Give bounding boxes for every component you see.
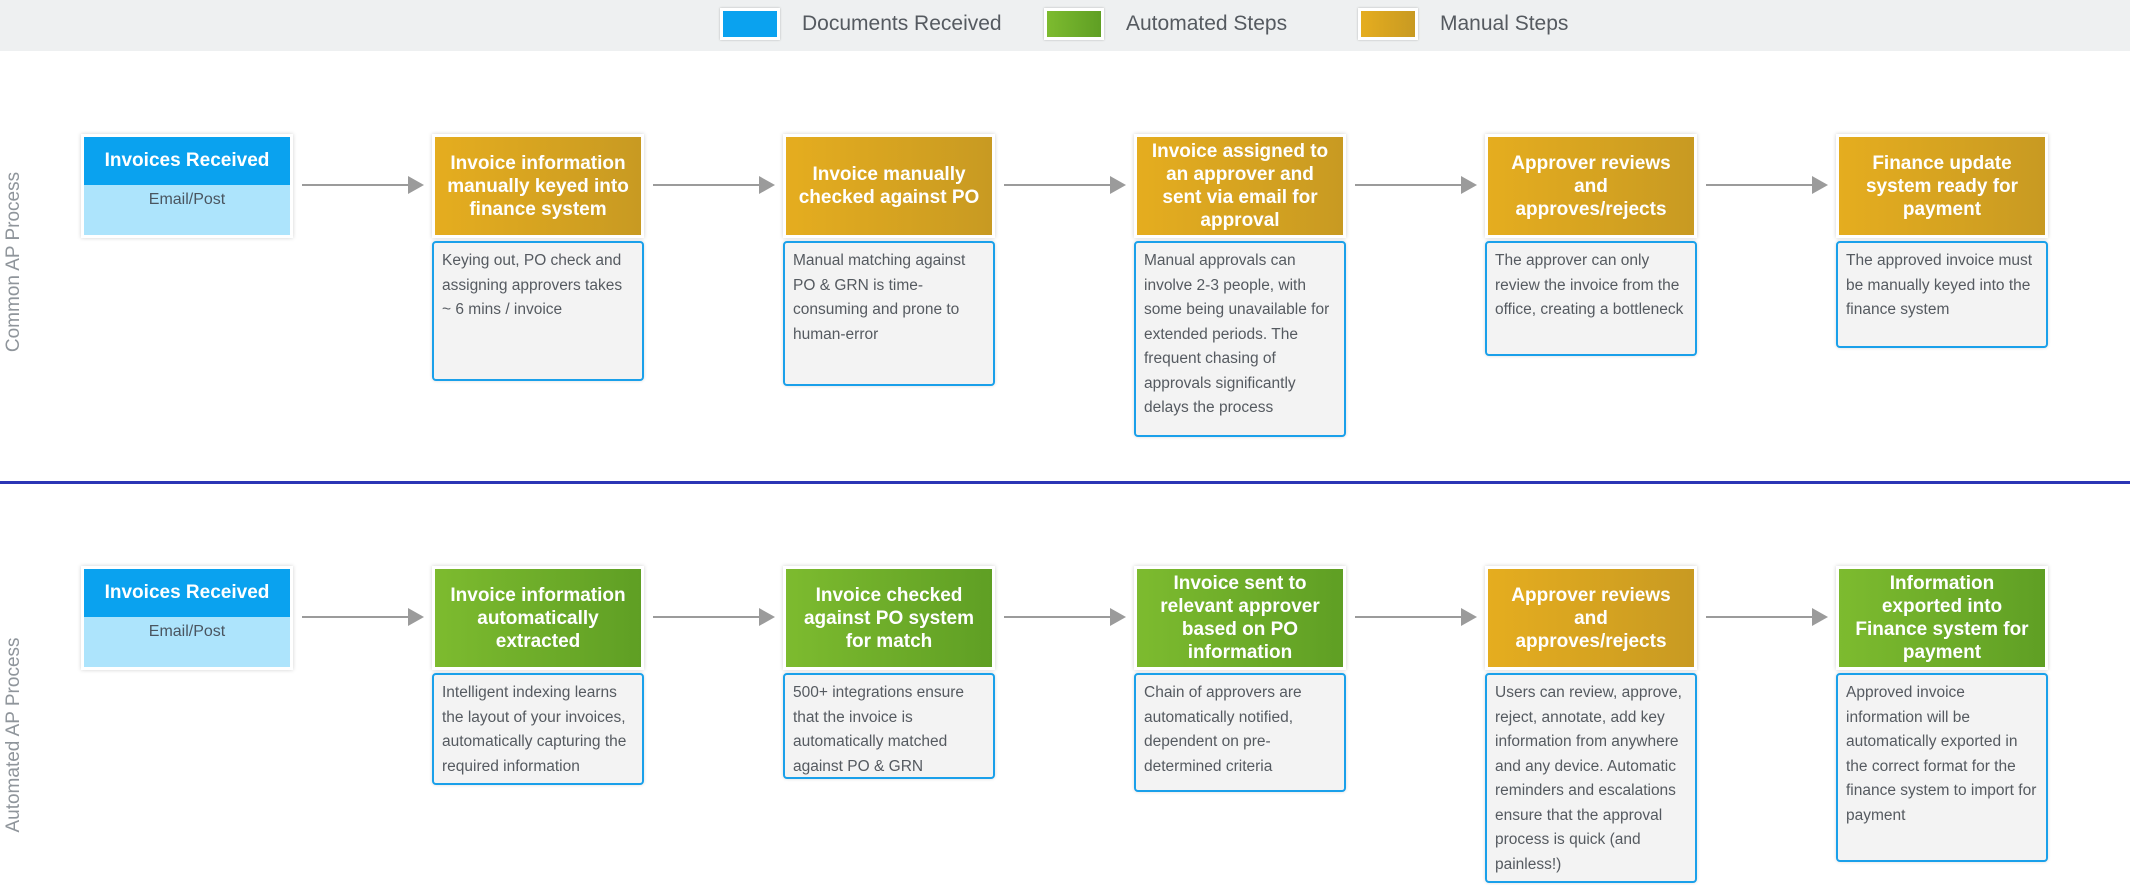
step-manual: Invoice information manually keyed into … (432, 134, 644, 238)
step-note: Manual approvals can involve 2-3 people,… (1134, 241, 1346, 437)
legend-bar: Documents Received Automated Steps Manua… (0, 0, 2130, 51)
legend-swatch-manual-steps (1358, 8, 1418, 40)
step-note: Intelligent indexing learns the layout o… (432, 673, 644, 785)
step-manual: Approver reviews and approves/rejects (1485, 134, 1697, 238)
step-automated: Invoice sent to relevant approver based … (1134, 566, 1346, 670)
step-note: Chain of approvers are automatically not… (1134, 673, 1346, 792)
step-manual: Invoice assigned to an approver and sent… (1134, 134, 1346, 238)
received-subtitle: Email/Post (84, 617, 290, 667)
step-note: Keying out, PO check and assigning appro… (432, 241, 644, 381)
flow-arrow (1004, 176, 1126, 194)
step-note: The approver can only review the invoice… (1485, 241, 1697, 356)
flow-arrow (653, 608, 775, 626)
invoices-received-box: Invoices Received Email/Post (81, 134, 293, 238)
received-title: Invoices Received (84, 569, 290, 617)
flow-arrow (653, 176, 775, 194)
step-automated: Information exported into Finance system… (1836, 566, 2048, 670)
invoices-received-box: Invoices Received Email/Post (81, 566, 293, 670)
flow-arrow (1004, 608, 1126, 626)
flow-arrow (1706, 176, 1828, 194)
legend-item-automated-steps: Automated Steps (1044, 6, 1287, 42)
flow-arrow (1355, 608, 1477, 626)
legend-item-manual-steps: Manual Steps (1358, 6, 1568, 42)
legend-swatch-documents-received (720, 8, 780, 40)
row-label-automated: Automated AP Process (3, 637, 24, 833)
step-note: Approved invoice information will be aut… (1836, 673, 2048, 862)
step-manual: Invoice manually checked against PO (783, 134, 995, 238)
step-note: Manual matching against PO & GRN is time… (783, 241, 995, 386)
received-subtitle: Email/Post (84, 185, 290, 235)
step-manual: Approver reviews and approves/rejects (1485, 566, 1697, 670)
step-note: Users can review, approve, reject, annot… (1485, 673, 1697, 883)
row-divider (0, 481, 2130, 484)
row-label-common: Common AP Process (3, 171, 24, 353)
step-automated: Invoice information automatically extrac… (432, 566, 644, 670)
flow-arrow (302, 608, 424, 626)
legend-label: Automated Steps (1126, 12, 1288, 35)
step-note: 500+ integrations ensure that the invoic… (783, 673, 995, 779)
legend-swatch-automated-steps (1044, 8, 1104, 40)
flow-arrow (1355, 176, 1477, 194)
received-title: Invoices Received (84, 137, 290, 185)
step-note: The approved invoice must be manually ke… (1836, 241, 2048, 348)
legend-label: Manual Steps (1440, 12, 1569, 35)
legend-item-documents-received: Documents Received (720, 6, 1002, 42)
step-automated: Invoice checked against PO system for ma… (783, 566, 995, 670)
flow-arrow (302, 176, 424, 194)
legend-label: Documents Received (802, 12, 1002, 35)
step-manual: Finance update system ready for payment (1836, 134, 2048, 238)
flow-arrow (1706, 608, 1828, 626)
